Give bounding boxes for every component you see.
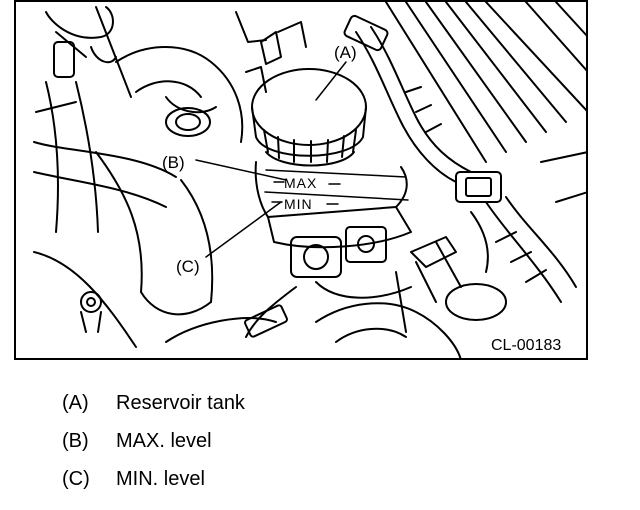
callout-a: (A)	[334, 43, 357, 62]
lower-components	[165, 241, 507, 358]
bolt-left	[80, 291, 102, 333]
radiator-fins	[385, 2, 586, 203]
upper-left-hose	[35, 6, 132, 233]
max-mark-label: MAX	[284, 175, 317, 191]
radiator-hose	[33, 46, 244, 316]
legend-text: MIN. level	[116, 467, 205, 490]
leader-lines	[195, 61, 347, 258]
figure-code: CL-00183	[491, 337, 561, 354]
wire-harness	[343, 14, 577, 303]
bracket	[235, 11, 307, 93]
engine-bay-illustration: MAX MIN (A) (B) (C) CL-00183	[14, 0, 588, 360]
legend-item-c: (C) MIN. level	[62, 460, 245, 498]
legend-letter: (A)	[62, 391, 89, 414]
legend-text: MAX. level	[116, 429, 212, 452]
reservoir-cap	[251, 68, 367, 167]
callout-c: (C)	[176, 257, 200, 276]
reservoir-tank	[254, 161, 412, 249]
legend-item-b: (B) MAX. level	[62, 422, 245, 460]
legend: (A) Reservoir tank (B) MAX. level (C) MI…	[62, 384, 245, 498]
legend-text: Reservoir tank	[116, 391, 245, 414]
min-mark-label: MIN	[284, 196, 313, 212]
lower-left-outline	[33, 251, 137, 348]
min-mark: MIN	[271, 196, 339, 212]
max-mark: MAX	[273, 175, 341, 191]
legend-item-a: (A) Reservoir tank	[62, 384, 245, 422]
callout-b: (B)	[162, 153, 185, 172]
legend-letter: (C)	[62, 467, 90, 490]
legend-letter: (B)	[62, 429, 89, 452]
